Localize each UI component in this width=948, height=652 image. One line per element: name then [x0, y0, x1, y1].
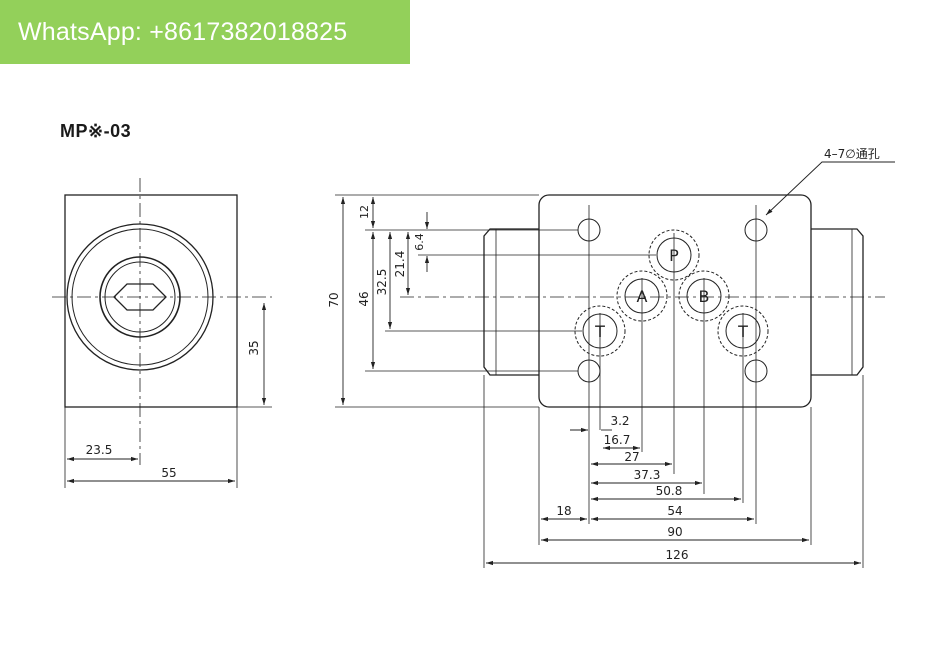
dim-12-label: 12	[358, 205, 371, 219]
dim-37-3-label: 37.3	[634, 468, 661, 482]
port-t-right-label: T	[737, 322, 748, 341]
whatsapp-contact-text: WhatsApp: +8617382018825	[18, 17, 348, 46]
dim-35-label: 35	[247, 340, 261, 355]
holes-note: 4–7∅通孔	[824, 147, 880, 161]
dim-46-label: 46	[357, 291, 371, 306]
dim-21-4-label: 21.4	[393, 251, 407, 278]
dim-126-label: 126	[666, 548, 689, 562]
port-a-label: A	[637, 287, 648, 306]
port-t-left-label: T	[594, 322, 605, 341]
port-p-label: P	[669, 246, 679, 265]
model-title: MP※-03	[60, 121, 132, 141]
dim-23-5-label: 23.5	[86, 443, 113, 457]
dim-18-label: 18	[556, 504, 571, 518]
right-boss	[811, 228, 864, 376]
whatsapp-banner: WhatsApp: +8617382018825	[0, 0, 410, 64]
dim-54-label: 54	[667, 504, 682, 518]
side-body	[64, 194, 238, 408]
port-b-label: B	[699, 287, 710, 306]
dim-55-label: 55	[161, 466, 176, 480]
top-view	[335, 161, 895, 568]
dim-70-label: 70	[327, 292, 341, 307]
dim-50-8-label: 50.8	[656, 484, 683, 498]
left-boss	[483, 228, 539, 376]
dim-16-7-label: 16.7	[604, 433, 631, 447]
dim-6-4-label: 6.4	[413, 233, 426, 251]
dim-27-label: 27	[624, 450, 639, 464]
holes-note-leader	[765, 161, 895, 216]
dim-32-5-label: 32.5	[375, 269, 389, 296]
dim-3-2-label: 3.2	[610, 414, 629, 428]
valve-body	[538, 194, 812, 408]
dim-90-label: 90	[667, 525, 682, 539]
side-view	[52, 178, 272, 488]
